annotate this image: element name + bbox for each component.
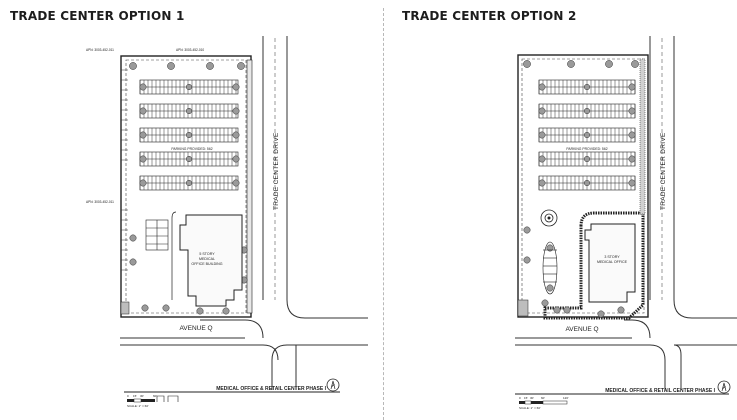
tree-icon [541,299,549,307]
tree-icon [628,155,636,163]
option-2-scale-note: SCALE: 1" = 60' [519,406,541,410]
option-2-property-line [517,54,649,318]
option-2-scale-label-1: 15' [524,396,528,400]
option-2-building-footprint [584,223,636,303]
option-2-north-arrow-icon [717,380,731,394]
option-1-street-bottom-label: AVENUE Q [179,325,212,332]
tree-icon [222,307,230,315]
tree-icon [185,155,193,163]
tree-icon [129,234,137,242]
tree-icon [567,60,575,68]
option-1-title: TRADE CENTER OPTION 1 [10,9,185,23]
option-1-building-label-3: OFFICE BUILDING [191,262,222,266]
tree-icon [538,155,546,163]
option-1-building-label-2: MEDICAL [199,257,215,261]
option-1-scale-label-0: 0 [127,394,129,398]
option-2-parking-label: PARKING PROVIDED: 562 [566,147,607,151]
option-1-sheet-title: MEDICAL OFFICE & RETAIL CENTER PHASE I [216,386,326,392]
tree-icon [538,131,546,139]
option-2-scale-label-4: 120' [563,396,569,400]
option-2-fountain [540,209,558,227]
option-1-building-label-1: 5 STORY [199,252,215,256]
tree-icon [563,306,571,314]
option-1-street-lines [120,36,368,390]
tree-icon [139,155,147,163]
tree-icon [139,179,147,187]
option-1-parking-label: PARKING PROVIDED: 562 [171,147,212,151]
tree-icon [139,131,147,139]
tree-icon [597,310,605,318]
option-2-scale-label-2: 30' [530,396,534,400]
option-2-scale-label-0: 0 [519,396,521,400]
tree-icon [628,179,636,187]
option-1-building-footprint [179,214,243,307]
tree-icon [139,83,147,91]
option-1-scale-label-1: 15' [133,394,137,398]
tree-icon [617,306,625,314]
tree-icon [538,83,546,91]
tree-icon [538,179,546,187]
option-1-apn-top-right: APN: 3003-452-010 [176,48,204,52]
option-1-scale-bar [127,395,179,403]
tree-icon [185,179,193,187]
option-2-title: TRADE CENTER OPTION 2 [402,9,577,23]
tree-icon [206,62,214,70]
option-2-building-label-1: 3 STORY [604,255,620,259]
tree-icon [196,307,204,315]
tree-icon [523,60,531,68]
option-1-scale-label-2: 30' [140,394,144,398]
tree-icon [553,306,561,314]
option-2-building-label-2: MEDICAL OFFICE [597,260,628,264]
tree-icon [141,304,149,312]
tree-icon [232,83,240,91]
option-1-street-right-label: TRADE CENTER DRIVE [273,132,280,210]
tree-icon [237,62,245,70]
option-2-site-plan: 3 STORY MEDICAL OFFICE PARKING PROVIDED:… [369,0,737,420]
option-2-landscape-border [543,211,645,320]
tree-icon [546,284,554,292]
option-1-apn-top-left: APN: 3003-452-011 [86,48,114,52]
tree-icon [605,60,613,68]
option-2-scale-bar [519,400,568,405]
panel-divider [383,8,384,420]
tree-icon [162,304,170,312]
tree-icon [185,131,193,139]
tree-icon [129,62,137,70]
tree-icon [185,107,193,115]
tree-icon [583,179,591,187]
tree-icon [232,107,240,115]
tree-icon [583,131,591,139]
tree-icon [232,155,240,163]
option-1-apn-mid-left: APN: 3003-452-011 [86,200,114,204]
option-1-scale-note: SCALE: 1" = 60' [127,404,149,408]
tree-icon [631,60,639,68]
option-1-scale-label-3: 60' [153,394,157,398]
tree-icon [185,83,193,91]
tree-icon [538,107,546,115]
option-2-sheet-title: MEDICAL OFFICE & RETAIL CENTER PHASE I [605,388,715,394]
option-1-north-arrow-icon [326,378,340,392]
option-2-street-lines [515,36,737,390]
tree-icon [583,107,591,115]
tree-icon [232,179,240,187]
tree-icon [129,258,137,266]
option-2-scale-label-3: 60' [541,396,545,400]
tree-icon [167,62,175,70]
tree-icon [628,131,636,139]
option-1-drawing: 5 STORY MEDICAL OFFICE BUILDING PARKING … [86,36,368,408]
tree-icon [583,83,591,91]
tree-icon [583,155,591,163]
tree-icon [232,131,240,139]
tree-icon [523,226,531,234]
tree-icon [628,83,636,91]
option-2-street-bottom-label: AVENUE Q [565,326,598,333]
option-2-street-right-label: TRADE CENTER DRIVE [660,132,667,210]
option-2-drawing: 3 STORY MEDICAL OFFICE PARKING PROVIDED:… [515,36,737,410]
tree-icon [523,256,531,264]
option-1-site-plan: 5 STORY MEDICAL OFFICE BUILDING PARKING … [0,0,368,420]
tree-icon [139,107,147,115]
tree-icon [546,244,554,252]
tree-icon [628,107,636,115]
